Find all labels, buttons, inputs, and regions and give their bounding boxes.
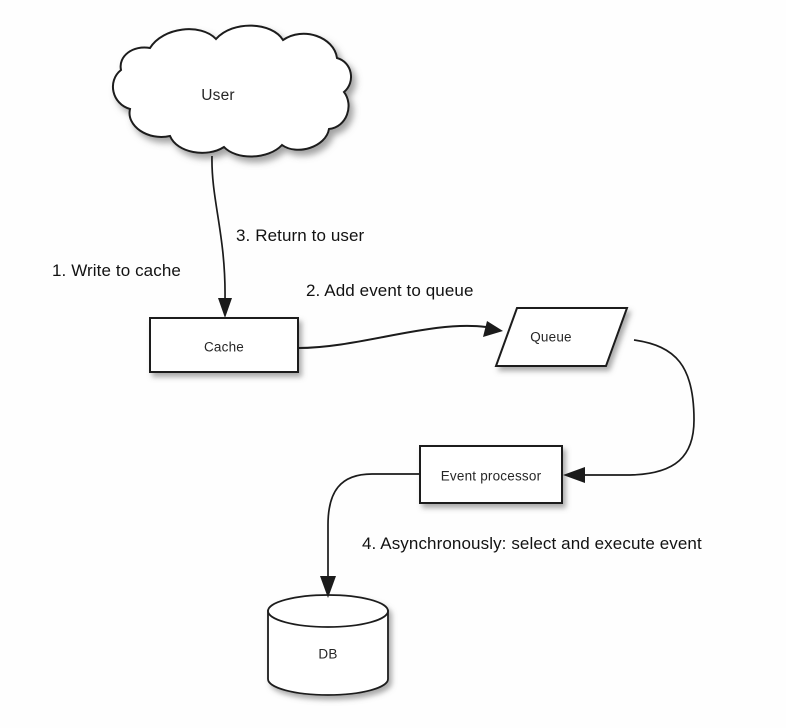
edge-label-return-to-user: 3. Return to user — [236, 226, 365, 245]
node-label-event-processor: Event processor — [440, 468, 542, 484]
edge-cache-to-queue — [297, 321, 503, 349]
node-label-db: DB — [318, 646, 338, 662]
node-label-user: User — [201, 87, 235, 104]
node-label-queue: Queue — [530, 329, 572, 345]
node-event-processor-shape[interactable] — [419, 445, 563, 504]
edge-label-add-event-to-queue: 2. Add event to queue — [306, 281, 474, 300]
node-cache-shape[interactable] — [149, 317, 299, 373]
edge-event-processor-to-db — [320, 473, 420, 598]
edge-label-async-select-execute: 4. Asynchronously: select and execute ev… — [362, 534, 702, 553]
node-db-shape[interactable] — [267, 594, 389, 696]
node-label-cache: Cache — [203, 339, 245, 355]
node-user-shape[interactable] — [111, 24, 353, 158]
node-queue-shape[interactable] — [494, 307, 629, 367]
edge-queue-event-processor-loop — [563, 339, 695, 483]
edge-user-to-cache — [211, 155, 232, 318]
edge-label-write-to-cache: 1. Write to cache — [52, 261, 181, 280]
